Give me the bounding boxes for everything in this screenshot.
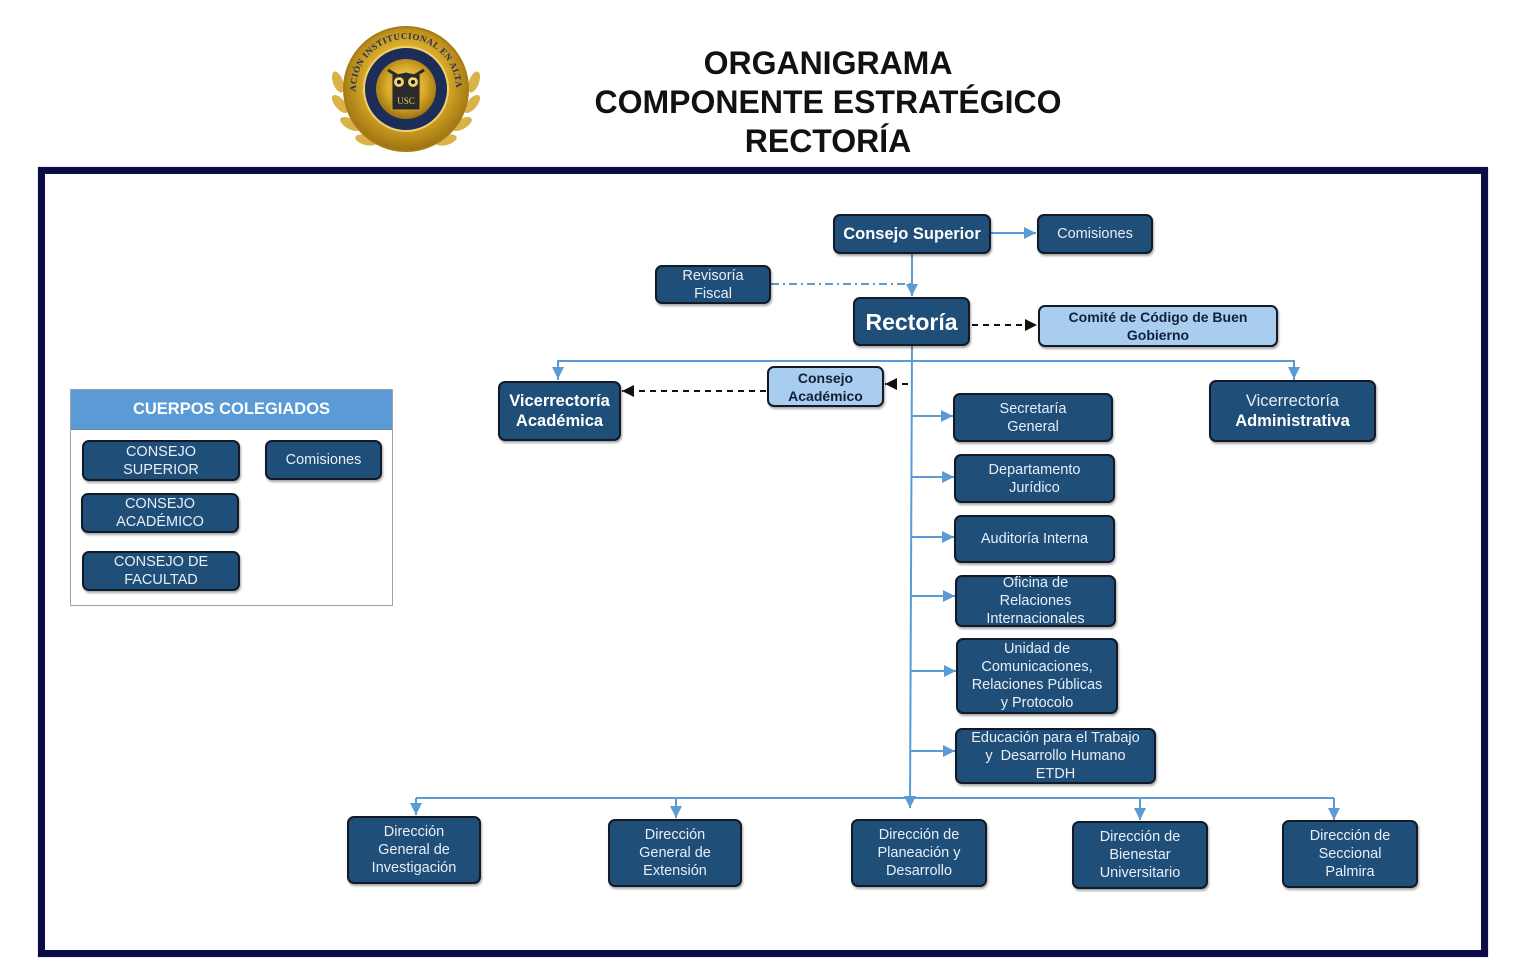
rectoria-box[interactable]: Rectoría [853, 297, 970, 346]
cuerpos-colegiados-title: CUERPOS COLEGIADOS [71, 390, 392, 430]
title-line-2: COMPONENTE ESTRATÉGICO [594, 84, 1062, 120]
title-line-3: RECTORÍA [744, 123, 912, 159]
svg-text:USC: USC [397, 96, 415, 106]
owl-emblem-icon: USC [387, 68, 425, 111]
staff-unit-box[interactable]: Auditoría Interna [954, 515, 1115, 563]
laurel-right-icon [435, 71, 481, 146]
title-line-1: ORGANIGRAMA [703, 45, 953, 81]
cc-comisiones-box[interactable]: Comisiones [265, 440, 382, 480]
usc-accreditation-seal-logo: ACREDITACIÓN INSTITUCIONAL EN ALTA CALID… [326, 22, 481, 152]
comisiones-box[interactable]: Comisiones [1037, 214, 1153, 254]
consejo-superior-box[interactable]: Consejo Superior [833, 214, 991, 254]
page-title: ORGANIGRAMA COMPONENTE ESTRATÉGICO RECTO… [560, 44, 1096, 161]
